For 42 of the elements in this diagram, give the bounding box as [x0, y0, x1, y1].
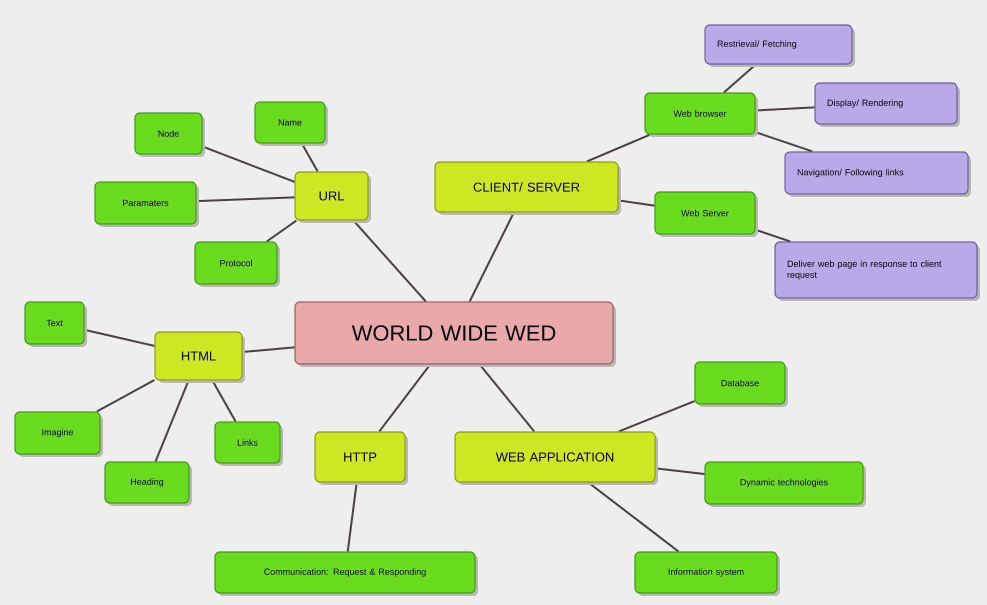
connector-line	[618, 400, 695, 432]
subtopic-box: Web browser	[644, 92, 758, 137]
detail-box: Display/ Rendering	[814, 82, 960, 127]
topic-box: HTTP	[314, 431, 408, 485]
connector-line	[301, 143, 318, 172]
detail-box: Deliver web page in response to client request	[774, 241, 980, 301]
detail-box: Restrieval/ Fetching	[704, 24, 855, 67]
connector-line	[96, 379, 155, 412]
subtopic-box: Paramaters	[94, 181, 199, 227]
subtopic-box: Imagine	[14, 411, 103, 457]
connector-line	[242, 346, 294, 354]
connector-line	[755, 228, 791, 242]
subtopic-box: Communication: Request & Responding	[214, 551, 478, 596]
connector-line	[586, 134, 651, 162]
connector-line	[266, 220, 298, 242]
topic-box: HTML	[154, 331, 245, 383]
subtopic-box: Dynamic technologies	[704, 461, 866, 507]
connector-line	[618, 199, 655, 207]
topic-box: URL	[294, 171, 371, 223]
subtopic-box: Information system	[634, 551, 780, 596]
connector-line	[756, 106, 814, 112]
subtopic-box: Name	[254, 101, 328, 146]
connector-line	[84, 328, 155, 347]
subtopic-box: Node	[134, 112, 205, 157]
subtopic-box: Protocol	[194, 241, 280, 287]
connector-line	[202, 146, 295, 183]
connector-line	[196, 196, 294, 202]
connector-line	[755, 131, 813, 152]
subtopic-box: Database	[694, 361, 788, 407]
connector-line	[212, 380, 236, 422]
subtopic-box: Links	[214, 421, 283, 466]
connector-line	[656, 467, 705, 475]
topic-box: CLIENT/ SERVER	[434, 161, 621, 215]
connector-line	[468, 212, 515, 302]
subtopic-box: Web Server	[654, 191, 758, 237]
detail-box: Navigation/ Following links	[784, 151, 971, 197]
topic-box: WEB APPLICATION	[454, 431, 658, 485]
subtopic-box: Text	[24, 301, 87, 347]
subtopic-box: Heading	[104, 461, 192, 506]
center-box: WORLD WIDE WED	[294, 301, 616, 367]
connector-line	[346, 482, 358, 552]
connector-line	[154, 380, 190, 462]
